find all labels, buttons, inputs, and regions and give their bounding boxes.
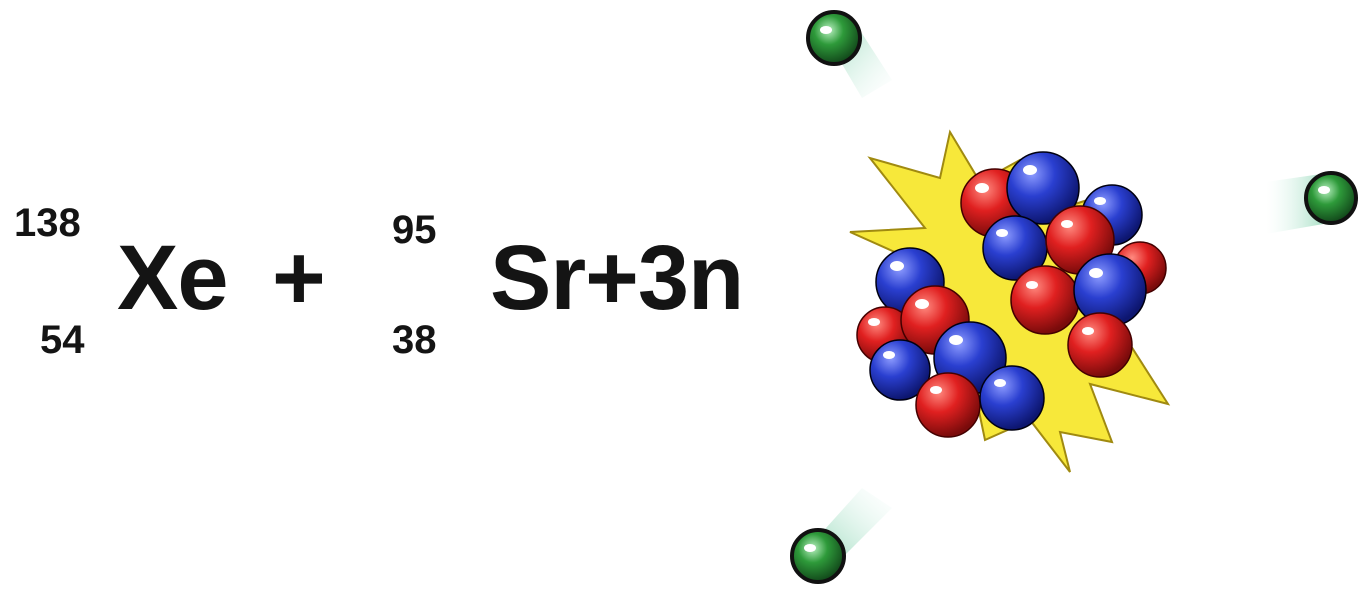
nucleus-fragment-upper: [960, 151, 1167, 378]
xenon-symbol: Xe: [117, 227, 229, 329]
nucleon-proton: [915, 372, 981, 438]
nucleon-proton: [1010, 265, 1080, 335]
nucleon-neutron: [979, 365, 1045, 431]
xenon-atomic-number: 54: [40, 318, 85, 362]
free-neutron-top: [806, 10, 862, 66]
strontium-atomic-number: 38: [392, 318, 437, 362]
products-text: Sr+3n: [490, 227, 744, 329]
nucleon-proton: [1067, 312, 1133, 378]
nucleus-fragment-lower: [856, 247, 1045, 438]
strontium-mass-number: 95: [392, 208, 437, 252]
free-neutron-right: [1304, 171, 1358, 225]
xenon-mass-number: 138: [14, 201, 81, 245]
free-neutron-bottom: [790, 528, 846, 584]
plus-sign: +: [272, 227, 326, 329]
